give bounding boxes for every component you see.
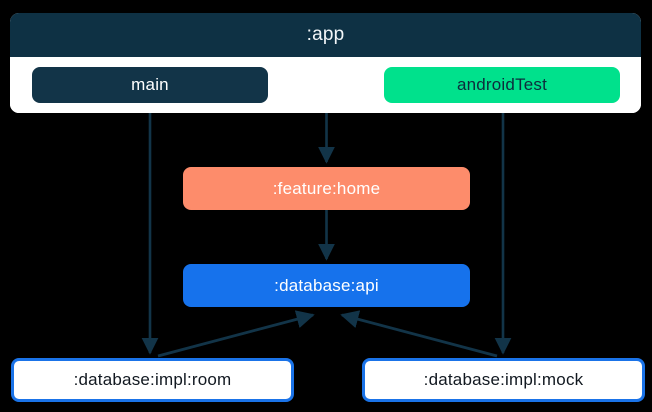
node-android-test[interactable]: androidTest: [384, 67, 620, 103]
edge-database-impl-room-to-database-api: [157, 310, 315, 358]
subgraph-app-title: :app: [10, 13, 641, 57]
node-feature-home[interactable]: :feature:home: [183, 167, 470, 210]
node-database-api[interactable]: :database:api: [183, 264, 470, 307]
edge-database-impl-mock-to-database-api: [340, 310, 498, 358]
subgraph-app-body: main androidTest: [10, 57, 641, 113]
node-database-impl-mock[interactable]: :database:impl:mock: [362, 358, 645, 402]
node-database-impl-room[interactable]: :database:impl:room: [11, 358, 294, 402]
subgraph-app[interactable]: :app main androidTest: [10, 13, 641, 113]
node-main[interactable]: main: [32, 67, 268, 103]
